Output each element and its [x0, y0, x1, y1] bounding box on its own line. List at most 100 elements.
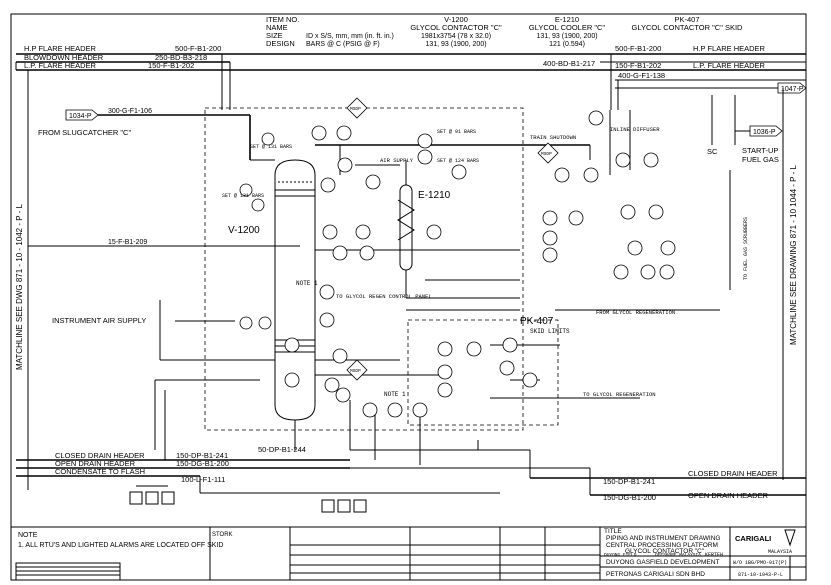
equipment-header-table: ITEM NO. NAME SIZE DESIGN ID x S/S, mm, …	[266, 15, 743, 48]
contractor-location: KERTEH	[705, 552, 723, 558]
hp-right-line-no: 500-F-B1-200	[615, 44, 661, 53]
v1200-name: GLYCOL CONTACTOR "C"	[410, 23, 502, 32]
v1200-size: 1981x3754 (78 x 32.0)	[421, 33, 491, 40]
lp-right-label: L.P. FLARE HEADER	[693, 61, 766, 70]
instrument-bubbles[interactable]	[239, 110, 676, 418]
open-right-line-no: 150-DG-B1-200	[603, 493, 656, 502]
set-point-c: SET @ 124 BARS	[437, 158, 479, 164]
blowdown-label: BLOWDOWN HEADER	[24, 53, 104, 62]
notes-heading: NOTE	[18, 532, 38, 539]
pk407-name: GLYCOL CONTACTOR "C" SKID	[632, 23, 743, 32]
drawing-number: 871-10-1043-P-L	[738, 572, 783, 578]
blowdown-line-no: 250-BD-B3-218	[155, 53, 207, 62]
header-design-units: BARS @ C (PSIG @ F)	[306, 41, 380, 48]
e1210-label: E-1210	[418, 190, 451, 201]
train-shutdown-label: TRAIN SHUTDOWN	[530, 134, 576, 141]
hp-flare-label: H.P FLARE HEADER	[24, 44, 97, 53]
flare-209-line-no: 15-F-B1-209	[108, 239, 147, 246]
inline-diffuser-label: INLINE DIFFUSER	[610, 126, 660, 133]
pk407-skid-boundary	[407, 319, 559, 426]
lp-right-line-no: 150-F-B1-202	[615, 61, 661, 70]
open-right-label: OPEN DRAIN HEADER	[688, 491, 769, 500]
hp-flare-line-no: 500-F-B1-200	[175, 44, 221, 53]
malaysia-text: MALAYSIA	[768, 549, 792, 555]
header-item-no: ITEM NO.	[266, 15, 299, 24]
from-regen-label: FROM GLYCOL REGENERATION	[596, 309, 675, 316]
e1210-design: 121 (0.594)	[549, 41, 585, 48]
project-name: DUYONG GASFIELD DEVELOPMENT	[606, 559, 719, 566]
note1-label-b: NOTE 1	[384, 391, 406, 398]
sc-label: SC	[707, 147, 718, 156]
condensate-label: CONDENSATE TO FLASH	[55, 467, 145, 476]
msdp-diamonds[interactable]: MSDP MSDP MSDP	[346, 97, 559, 381]
bd-right-line-no: 400-BD-B1-217	[543, 59, 595, 68]
company-name: PETRONAS CARIGALI SDN BHD	[606, 571, 705, 578]
field-location: OFFSHORE MALAYSIA	[655, 552, 701, 558]
closed-right-line-no: 150-DP-B1-241	[603, 477, 655, 486]
center-annotations: TRAIN SHUTDOWN TO GLYCOL REGEN CONTROL P…	[222, 129, 675, 398]
set-point-a: SET @ 91 BARS	[437, 129, 476, 135]
title-line-2: CENTRAL PROCESSING PLATFORM	[606, 542, 718, 549]
offpage-connector-1034[interactable]	[65, 109, 99, 121]
vendor-logo: STORK	[212, 532, 233, 538]
right-matchline: MATCHLINE SEE DRAWING 871 - 10 1044 - P …	[789, 165, 798, 345]
title-block: STORK TITLE PIPING AND INSTRUMENT DRAWIN…	[15, 526, 807, 581]
top-flare-headers: H.P FLARE HEADER 500-F-B1-200 BLOWDOWN H…	[15, 44, 807, 110]
offpage-1036-label: 1036-P	[753, 129, 776, 136]
work-order-no: W/O 1BG/PMO-017(P)	[733, 560, 787, 566]
e1210-tag: E-1210	[555, 15, 579, 24]
header-name: NAME	[266, 23, 288, 32]
instrument-air-label: INSTRUMENT AIR SUPPLY	[52, 316, 146, 325]
lp-flare-label: L.P. FLARE HEADER	[24, 61, 97, 70]
e1210-name: GLYCOL COOLER "C"	[529, 23, 606, 32]
closed-right-label: CLOSED DRAIN HEADER	[688, 469, 778, 478]
offpage-connector-1036[interactable]	[749, 125, 783, 137]
v1200-label: V-1200	[228, 225, 260, 236]
note1-label-a: NOTE 1	[296, 280, 318, 287]
header-size: SIZE	[266, 31, 283, 40]
left-side-connections: MATCHLINE SEE DWG 871 - 10 - 1042 - P - …	[15, 70, 300, 490]
v1200-design: 131, 93 (1900, 200)	[425, 41, 486, 48]
open-drain-label: OPEN DRAIN HEADER	[55, 459, 136, 468]
glycol-line-no: 400-G-F1-138	[618, 71, 665, 80]
air-supply-label: AIR SUPPLY	[380, 157, 414, 164]
lp-flare-line-no: 150-F-B1-202	[148, 61, 194, 70]
pk407-label: PK-407	[520, 316, 554, 327]
hp-right-label: H.P FLARE HEADER	[693, 44, 766, 53]
title-word: TITLE	[604, 528, 622, 535]
msdp-b-label: MSDP	[541, 151, 552, 157]
field-name: DUYONG FIELD	[604, 552, 637, 558]
e1210-size: 131, 93 (1900, 200)	[536, 33, 597, 40]
drawing-border	[10, 13, 807, 581]
pk407-tag: PK-407	[674, 15, 699, 24]
drain-pots-left	[129, 485, 175, 505]
bottom-drain-headers: CLOSED DRAIN HEADER 150-DP-B1-241 50-DP-…	[16, 445, 806, 513]
process-lines	[154, 115, 720, 465]
skid-boundary	[204, 107, 524, 431]
header-design: DESIGN	[266, 39, 295, 48]
title-line-1: PIPING AND INSTRUMENT DRAWING	[606, 535, 720, 542]
open-drain-line-no: 150-DG-B1-200	[176, 459, 229, 468]
slugcatcher-line-no: 300-G-F1-106	[108, 108, 152, 115]
offpage-connector-1047[interactable]	[777, 82, 807, 94]
header-size-units: ID x S/S, mm, mm (in. ft. in.)	[306, 33, 394, 40]
closed-drain-line-no: 150-DP-B1-241	[176, 451, 228, 460]
msdp-c-label: MSDP	[350, 368, 361, 374]
closed-drain-label: CLOSED DRAIN HEADER	[55, 451, 145, 460]
msdp-a-label: MSDP	[350, 106, 361, 112]
e1210-cooler[interactable]	[397, 175, 415, 290]
right-side-connections: MATCHLINE SEE DRAWING 871 - 10 1044 - P …	[609, 88, 798, 480]
offpage-1047-label: 1047-P	[781, 86, 804, 93]
carigali-logo: CARIGALI	[735, 534, 771, 543]
offpage-1034-label: 1034-P	[69, 113, 92, 120]
drain-pots-center	[321, 499, 367, 513]
title-line-3: GLYCOL CONTACTOR "C"	[625, 548, 705, 555]
condensate-line-no: 100-L-F1-111	[181, 475, 225, 484]
dp-244-line-no: 50-DP-B1-244	[258, 445, 306, 454]
set-point-b: SET @ 131 BARS	[250, 144, 292, 150]
note-1: 1. ALL RTU'S AND LIGHTED ALARMS ARE LOCA…	[18, 542, 223, 549]
petronas-emblem-icon	[784, 529, 796, 547]
